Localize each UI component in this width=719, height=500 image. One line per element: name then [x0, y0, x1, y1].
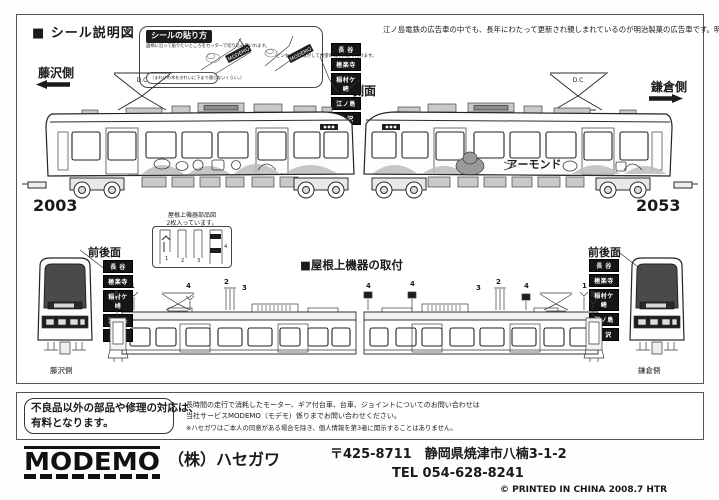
arrow-left-icon	[36, 80, 70, 89]
destination-chip: 極楽寺	[331, 58, 361, 71]
svg-text:1: 1	[590, 290, 595, 298]
part-detail-right: 1	[583, 290, 605, 362]
destination-chip: 長 谷	[589, 259, 619, 272]
seal-panel-illustration: MODEMO MODEMO	[200, 35, 314, 75]
print-credit: © PRINTED IN CHINA 2008.7 HTR	[500, 485, 668, 495]
destination-chip: 江ノ島	[331, 97, 361, 110]
modemo-logo: MODEMO	[24, 446, 160, 479]
service-note-line1: 長時間の走行で消耗したモーター、ギア付台車、台車、ジョイントについてのお問い合わ…	[186, 401, 480, 409]
side-view-car-2053: D.C	[363, 72, 698, 199]
svg-text:4: 4	[366, 282, 371, 290]
label-kamakura-side: 鎌倉側	[651, 80, 688, 94]
warranty-line-1: 不良品以外の部品や修理の対応は、	[31, 402, 199, 414]
svg-text:1: 1	[582, 282, 587, 290]
svg-text:3: 3	[197, 258, 200, 264]
svg-text:D.C: D.C	[573, 77, 584, 84]
warranty-notice-badge	[24, 398, 174, 434]
svg-text:4: 4	[224, 244, 227, 250]
destination-sticker-column-right: 長 谷 極楽寺 稲村ケ崎 江ノ島 藤 沢	[589, 259, 619, 341]
side-view-car-2003: D.C	[22, 72, 355, 199]
svg-text:3: 3	[476, 284, 481, 292]
destination-chip: 稲村ケ崎	[331, 73, 361, 95]
modemo-wordmark: MODEMO	[24, 447, 160, 476]
svg-text:2: 2	[224, 278, 229, 286]
svg-text:3: 3	[242, 284, 247, 292]
leader-line-side	[319, 56, 339, 93]
svg-text:1: 1	[165, 256, 168, 262]
svg-text:2: 2	[181, 258, 184, 264]
sprue-caption-line2: 2枚入っています。	[166, 220, 218, 228]
leader-line-front-left	[79, 249, 107, 271]
svg-text:4: 4	[410, 280, 415, 288]
leader-line-front-right	[615, 249, 643, 271]
section-title-roof-install: ■屋根上機器の取付	[300, 258, 403, 272]
page-title-seal-diagram: ■ シール説明図	[32, 26, 135, 41]
service-note-line2: 当社サービスMODEMO（モデモ）係りまでお問い合わせください。	[186, 412, 401, 421]
caption-fujisawa-front: 藤沢側	[50, 366, 73, 375]
seal-step-1-text: 図柄に沿って貼りたいところをカッターで切り込みをいれます。	[146, 44, 270, 49]
car-number-left: 2003	[33, 196, 78, 215]
destination-chip: 稲村ケ崎	[103, 290, 133, 312]
company-telephone: TEL 054-628-8241	[392, 466, 524, 481]
sprue-parts-illustration: 1 2 3 4	[159, 229, 227, 264]
label-front-rear-right: 前後面	[588, 246, 621, 259]
company-address: 〒425-8711 静岡県焼津市八楠3-1-2	[330, 447, 567, 462]
pantograph-label: D.C	[137, 77, 148, 84]
destination-chip: 稲村ケ崎	[589, 289, 619, 311]
car-number-right: 2053	[636, 196, 681, 215]
label-fujisawa-side: 藤沢側	[38, 66, 75, 80]
seal-panel-title: シールの貼り方	[146, 30, 212, 43]
seal-step-2-text: （まわりの木をきれいに下まで通らないくらい。）	[146, 72, 244, 84]
service-note: 長時間の走行で消耗したモーター、ギア付台車、台車、ジョイントについてのお問い合わ…	[186, 400, 656, 422]
caption-kamakura-front: 鎌倉側	[638, 366, 661, 375]
sprue-frame	[152, 226, 232, 268]
arrow-right-icon	[649, 94, 683, 103]
sprue-caption-line1: 屋根上機器部品図	[167, 212, 216, 219]
svg-text:1: 1	[114, 290, 119, 298]
advert-text: アーモンド	[507, 158, 562, 171]
leader-line-side-2	[341, 79, 361, 95]
front-view-fujisawa	[37, 257, 93, 355]
company-name: （株）ハセガワ	[168, 450, 281, 469]
svg-text:2: 2	[496, 278, 501, 286]
svg-text:4: 4	[524, 282, 529, 290]
privacy-note: ※ハセガワはご本人の同意がある場合を除き、個人情報を第3者に開示することはありま…	[186, 424, 457, 432]
destination-chip: 長 谷	[103, 260, 133, 273]
label-front-rear-left: 前後面	[88, 246, 121, 259]
front-view-kamakura	[629, 257, 685, 355]
destination-chip: 長 谷	[331, 43, 361, 56]
destination-chip: 極楽寺	[589, 274, 619, 287]
roof-install-diagram: 1 4 2 3 4 4 3 2 4 1	[121, 278, 599, 355]
warranty-line-2: 有料となります。	[31, 417, 114, 429]
product-description: 江ノ島電鉄の広告車の中でも、長年にわたって更新され親しまれているのが明治製菓の広…	[383, 25, 719, 34]
part-detail-left: 1	[107, 290, 129, 362]
svg-text:4: 4	[186, 282, 191, 290]
destination-chip: 極楽寺	[103, 275, 133, 288]
